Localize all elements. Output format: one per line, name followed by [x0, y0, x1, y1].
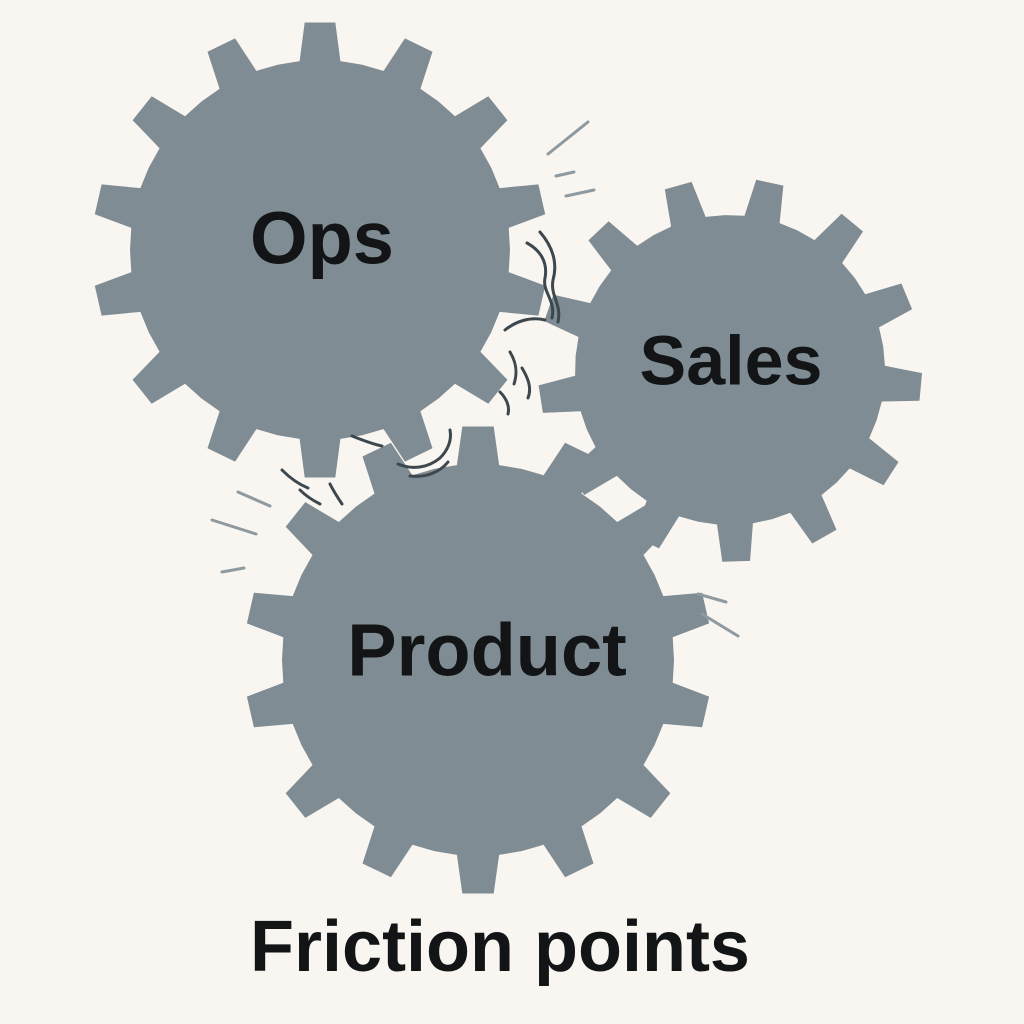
product-label: Product	[347, 609, 627, 692]
friction-line	[538, 230, 561, 324]
motion-mark	[210, 518, 258, 536]
friction-line	[298, 488, 322, 506]
friction-line	[408, 460, 450, 478]
sales-label: Sales	[640, 321, 823, 399]
motion-mark	[554, 170, 576, 178]
sales-gear	[538, 179, 922, 562]
motion-mark	[564, 188, 596, 198]
friction-lines	[280, 230, 561, 506]
friction-line	[498, 390, 510, 416]
friction-line	[508, 350, 518, 386]
diagram-caption: Friction points	[250, 907, 750, 987]
friction-line	[503, 317, 547, 332]
motion-marks	[210, 120, 740, 638]
friction-line	[328, 482, 344, 506]
friction-line	[520, 366, 532, 400]
friction-line	[280, 468, 310, 490]
friction-line	[396, 428, 452, 469]
product-gear	[246, 426, 710, 894]
motion-mark	[546, 120, 590, 156]
motion-mark	[696, 592, 728, 604]
friction-line	[350, 434, 384, 448]
motion-mark	[236, 490, 272, 508]
motion-mark	[700, 612, 740, 638]
motion-mark	[220, 566, 246, 574]
ops-label: Ops	[250, 197, 394, 280]
ops-gear	[94, 22, 546, 478]
friction-line	[525, 241, 555, 320]
